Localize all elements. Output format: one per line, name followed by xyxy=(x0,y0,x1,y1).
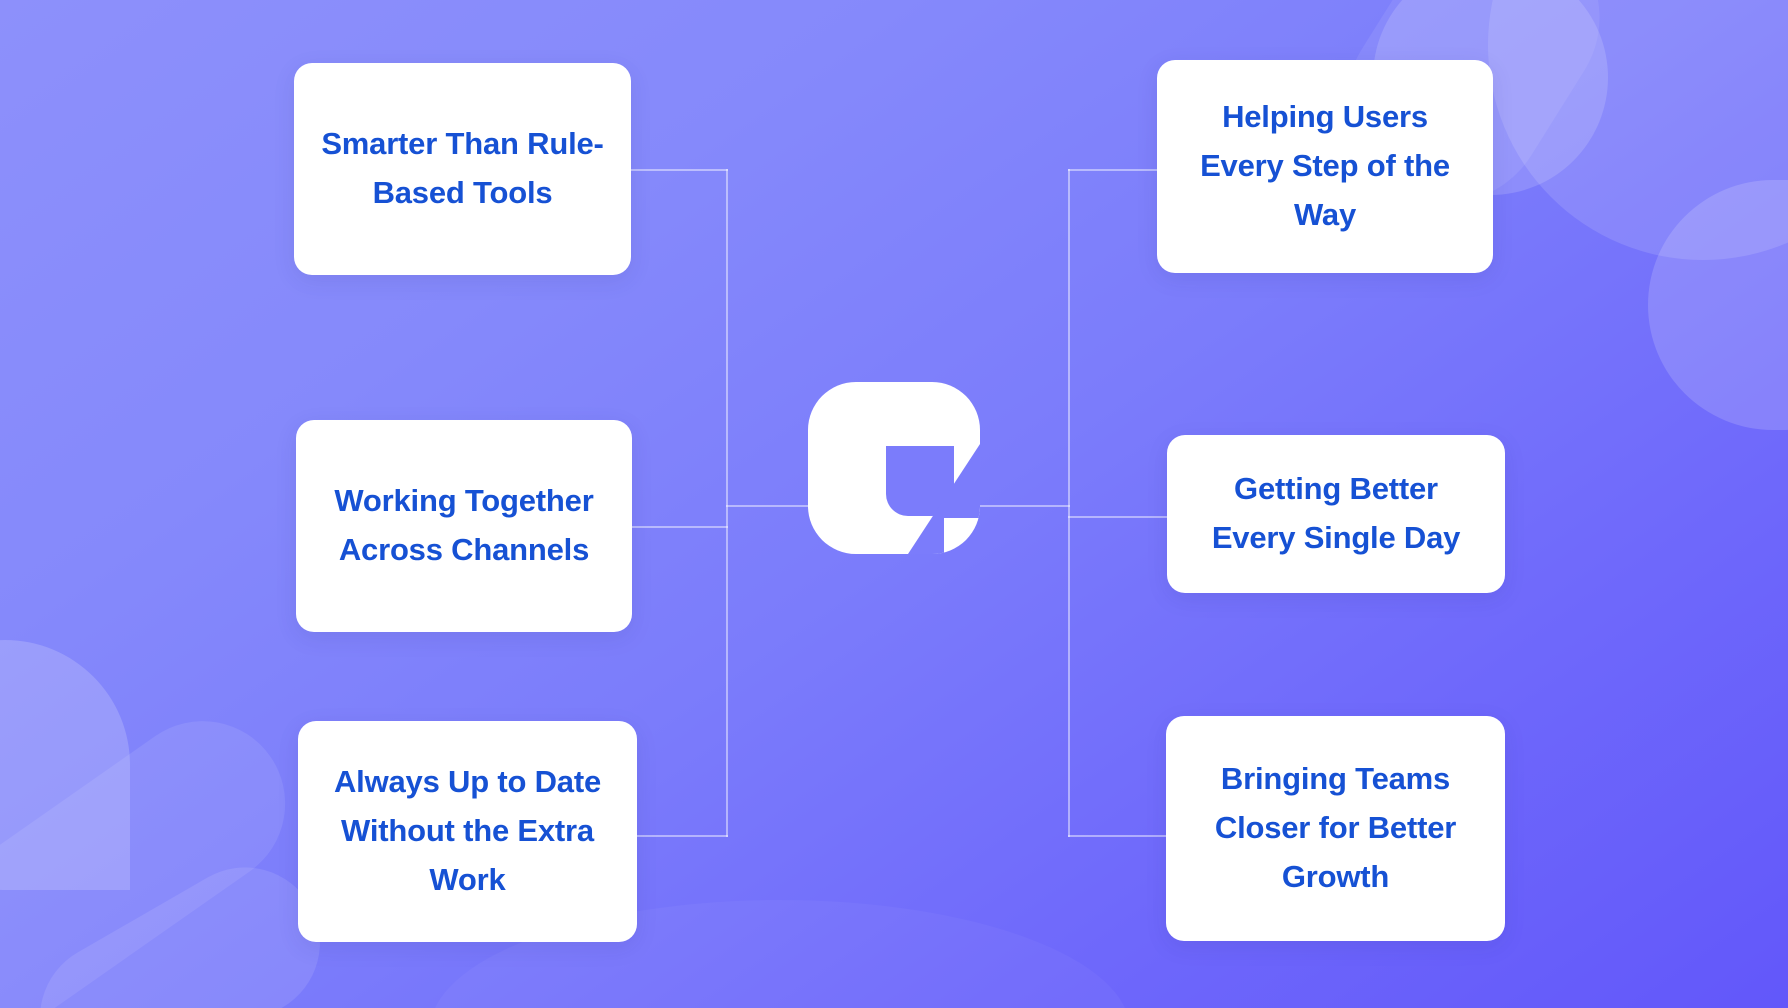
node-card-getting-better-every-single-day[interactable]: Getting Better Every Single Day xyxy=(1167,435,1505,593)
connector-right-bottom xyxy=(1068,835,1168,837)
connector-right-top xyxy=(1068,169,1160,171)
node-card-label: Working Together Across Channels xyxy=(334,483,594,567)
node-card-smarter-than-rule-based-tools[interactable]: Smarter Than Rule-Based Tools xyxy=(294,63,631,275)
connector-right-middle xyxy=(1068,516,1169,518)
decorative-curve-right xyxy=(1648,180,1788,430)
node-card-label: Getting Better Every Single Day xyxy=(1211,471,1461,555)
node-card-label: Always Up to Date Without the Extra Work xyxy=(333,764,602,897)
node-card-working-together-across-channels[interactable]: Working Together Across Channels xyxy=(296,420,632,632)
node-card-always-up-to-date-without-the-extra-work[interactable]: Always Up to Date Without the Extra Work xyxy=(298,721,637,942)
connector-right-spine xyxy=(1068,169,1070,837)
decorative-pill-bottom-left xyxy=(0,688,318,1008)
decorative-teardrop-bottom-left xyxy=(0,640,130,890)
node-card-label: Bringing Teams Closer for Better Growth xyxy=(1214,761,1457,894)
node-card-label: Smarter Than Rule-Based Tools xyxy=(321,126,604,210)
connector-center-to-right xyxy=(978,505,1070,507)
node-card-helping-users-every-step-of-the-way[interactable]: Helping Users Every Step of the Way xyxy=(1157,60,1493,273)
connector-left-to-center xyxy=(726,505,810,507)
connector-left-top xyxy=(631,169,728,171)
connector-left-bottom xyxy=(637,835,728,837)
node-card-bringing-teams-closer-for-better-growth[interactable]: Bringing Teams Closer for Better Growth xyxy=(1166,716,1505,941)
connector-left-middle xyxy=(632,526,728,528)
brand-logo-icon xyxy=(808,382,980,554)
connector-left-spine xyxy=(726,169,728,837)
decorative-circle-top-right xyxy=(1488,0,1788,260)
node-card-label: Helping Users Every Step of the Way xyxy=(1200,99,1450,232)
